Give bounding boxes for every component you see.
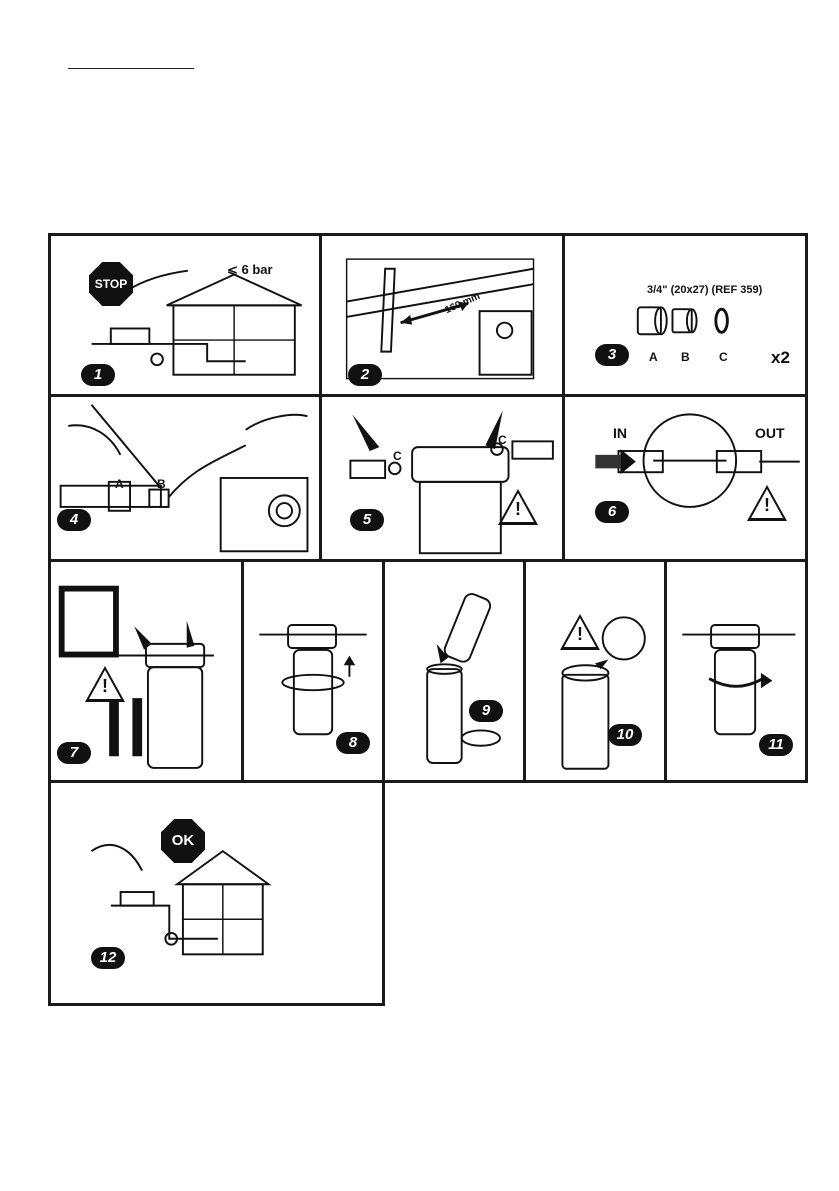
label-c-right: C <box>498 433 507 447</box>
warning-icon: ! <box>85 666 125 702</box>
label-out: OUT <box>755 425 785 441</box>
step-2-panel: 160 mm 2 <box>319 233 565 397</box>
step-number: 6 <box>595 501 629 523</box>
step-number: 3 <box>595 344 629 366</box>
step-number: 1 <box>81 364 115 386</box>
warning-icon: ! <box>560 614 600 650</box>
step-number: 12 <box>91 947 125 969</box>
step-12-panel: OK 12 <box>48 780 385 1006</box>
step-8-panel: 8 <box>241 559 385 783</box>
step-11-panel: 11 <box>664 559 808 783</box>
label-b: B <box>157 477 166 491</box>
step-number: 7 <box>57 742 91 764</box>
pressure-label: ⩽ 6 bar <box>227 262 273 278</box>
label-in: IN <box>613 425 627 441</box>
step-number: 11 <box>759 734 793 756</box>
part-label-a: A <box>649 350 658 364</box>
step-3-panel: 3/4" (20x27) (REF 359) A B C x2 3 <box>562 233 808 397</box>
quantity-label: x2 <box>771 348 790 368</box>
seal-ring-illustration <box>526 562 664 780</box>
header-rule <box>68 68 194 69</box>
filter-head-connect-illustration <box>322 397 562 559</box>
step-10-panel: ! 10 <box>523 559 667 783</box>
step-7-panel: ! 7 <box>48 559 244 783</box>
label-a: A <box>115 477 124 491</box>
flow-direction-illustration <box>565 397 805 559</box>
step-number: 8 <box>336 732 370 754</box>
part-label-b: B <box>681 350 690 364</box>
insert-cartridge-illustration <box>385 562 523 780</box>
step-number: 10 <box>608 724 642 746</box>
step-6-panel: IN OUT ! 6 <box>562 394 808 562</box>
stop-badge: STOP <box>89 262 133 306</box>
warning-icon: ! <box>498 489 538 525</box>
warning-icon: ! <box>747 485 787 521</box>
step-number: 9 <box>469 700 503 722</box>
step-number: 5 <box>350 509 384 531</box>
step-5-panel: C C ! 5 <box>319 394 565 562</box>
label-c-left: C <box>393 449 402 463</box>
step-number: 2 <box>348 364 382 386</box>
step-number: 4 <box>57 509 91 531</box>
step-1-panel: STOP ⩽ 6 bar 1 <box>48 233 322 397</box>
teflon-wrap-illustration <box>51 397 319 559</box>
part-label-c: C <box>719 350 728 364</box>
step-9-panel: 9 <box>382 559 526 783</box>
spec-label: 3/4" (20x27) (REF 359) <box>647 284 762 296</box>
step-4-panel: A B 4 <box>48 394 322 562</box>
house-valve-open-illustration <box>51 783 382 1003</box>
fittings-illustration <box>565 236 805 394</box>
